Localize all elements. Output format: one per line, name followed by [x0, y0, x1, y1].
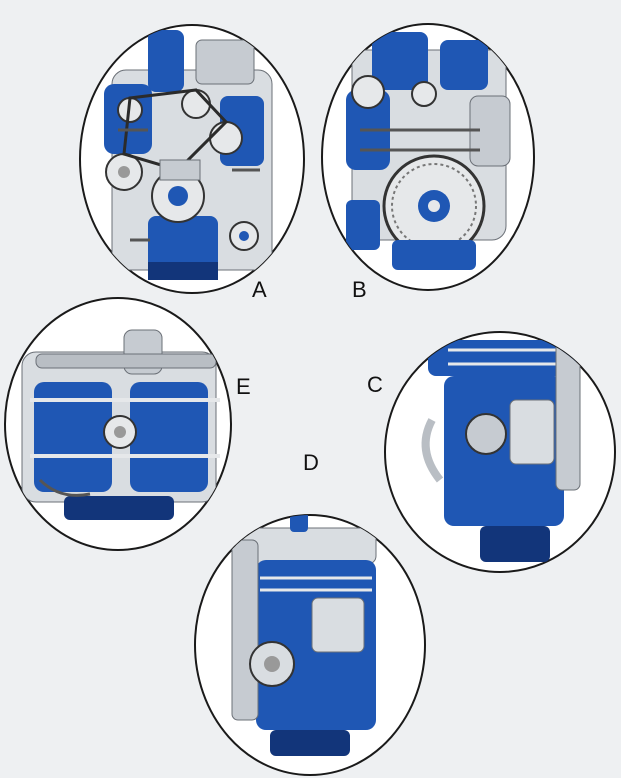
- view-label-e: E: [236, 374, 251, 399]
- view-label-a: A: [252, 277, 267, 302]
- view-label-c: C: [367, 372, 383, 397]
- engine-view-b: [321, 23, 535, 291]
- engine-view-e: [4, 297, 232, 551]
- view-label-d: D: [303, 450, 319, 475]
- engine-view-d: [194, 514, 426, 776]
- view-label-b: B: [352, 277, 367, 302]
- engine-view-c: [384, 331, 616, 573]
- engine-view-a: [79, 24, 305, 294]
